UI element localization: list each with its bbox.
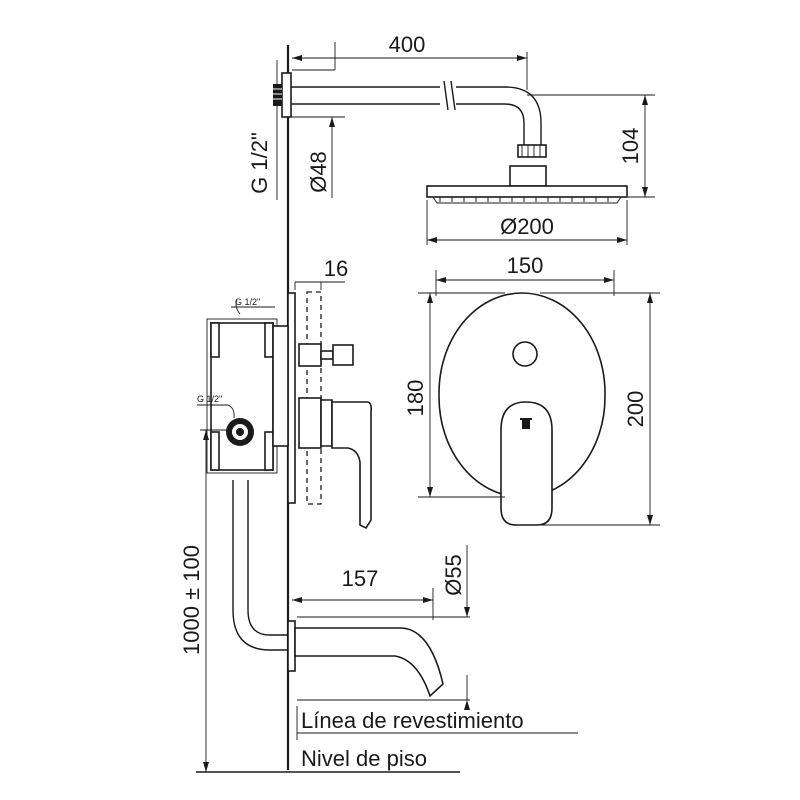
finish-line-label: Línea de revestimiento <box>301 708 524 733</box>
diverter-knob-front <box>512 341 538 367</box>
valve-body: G 1/2" G 1/2" <box>197 297 289 474</box>
dim-label-150: 150 <box>507 253 544 278</box>
dim-head-diameter: Ø200 <box>426 200 628 245</box>
spout <box>287 620 444 698</box>
dim-label-thread-top: G 1/2" <box>247 132 272 194</box>
lever-front <box>500 401 553 526</box>
shower-arm <box>281 72 547 158</box>
dim-spout-diameter: Ø55 <box>297 545 470 710</box>
reference-lines: Línea de revestimiento Nivel de piso <box>196 706 578 773</box>
dim-plate-height-inner: 180 <box>403 292 505 498</box>
thread-nipple <box>273 84 282 106</box>
floor-level-label: Nivel de piso <box>301 746 427 771</box>
dim-label-180: 180 <box>403 380 428 417</box>
lever-side <box>298 397 372 530</box>
dim-label-16: 16 <box>324 256 348 281</box>
shower-head <box>426 165 628 204</box>
dim-label-55: Ø55 <box>441 554 466 596</box>
dim-label-104: 104 <box>618 128 643 165</box>
dim-label-1000: 1000 ± 100 <box>179 545 204 655</box>
dim-spout-length: 157 <box>292 566 434 620</box>
dim-label-valve-thread-top: G 1/2" <box>235 297 260 307</box>
arm-flange <box>281 72 292 118</box>
dim-label-48: Ø48 <box>306 151 331 193</box>
logo-icon <box>520 418 532 429</box>
valve-plate-front <box>438 292 606 526</box>
spout-pipe <box>232 480 288 651</box>
dim-arm-length: 400 <box>292 32 528 90</box>
dim-label-200-plate: 200 <box>623 391 648 428</box>
diverter-knob-side <box>298 343 354 367</box>
dim-flange-diameter: Ø48 <box>291 116 345 198</box>
dim-label-400: 400 <box>389 32 426 57</box>
arm-nut <box>517 144 547 158</box>
dim-head-height: 104 <box>527 94 655 198</box>
valve-plate-side: 16 <box>287 256 348 505</box>
dim-plate-height-outer: 200 <box>540 292 660 526</box>
dim-plate-width: 150 <box>435 253 615 296</box>
dim-install-height: 1000 ± 100 <box>179 429 230 772</box>
dim-label-157: 157 <box>342 566 379 591</box>
dim-label-valve-thread-side: G 1/2" <box>197 394 222 404</box>
dim-label-200-head: Ø200 <box>500 214 554 239</box>
